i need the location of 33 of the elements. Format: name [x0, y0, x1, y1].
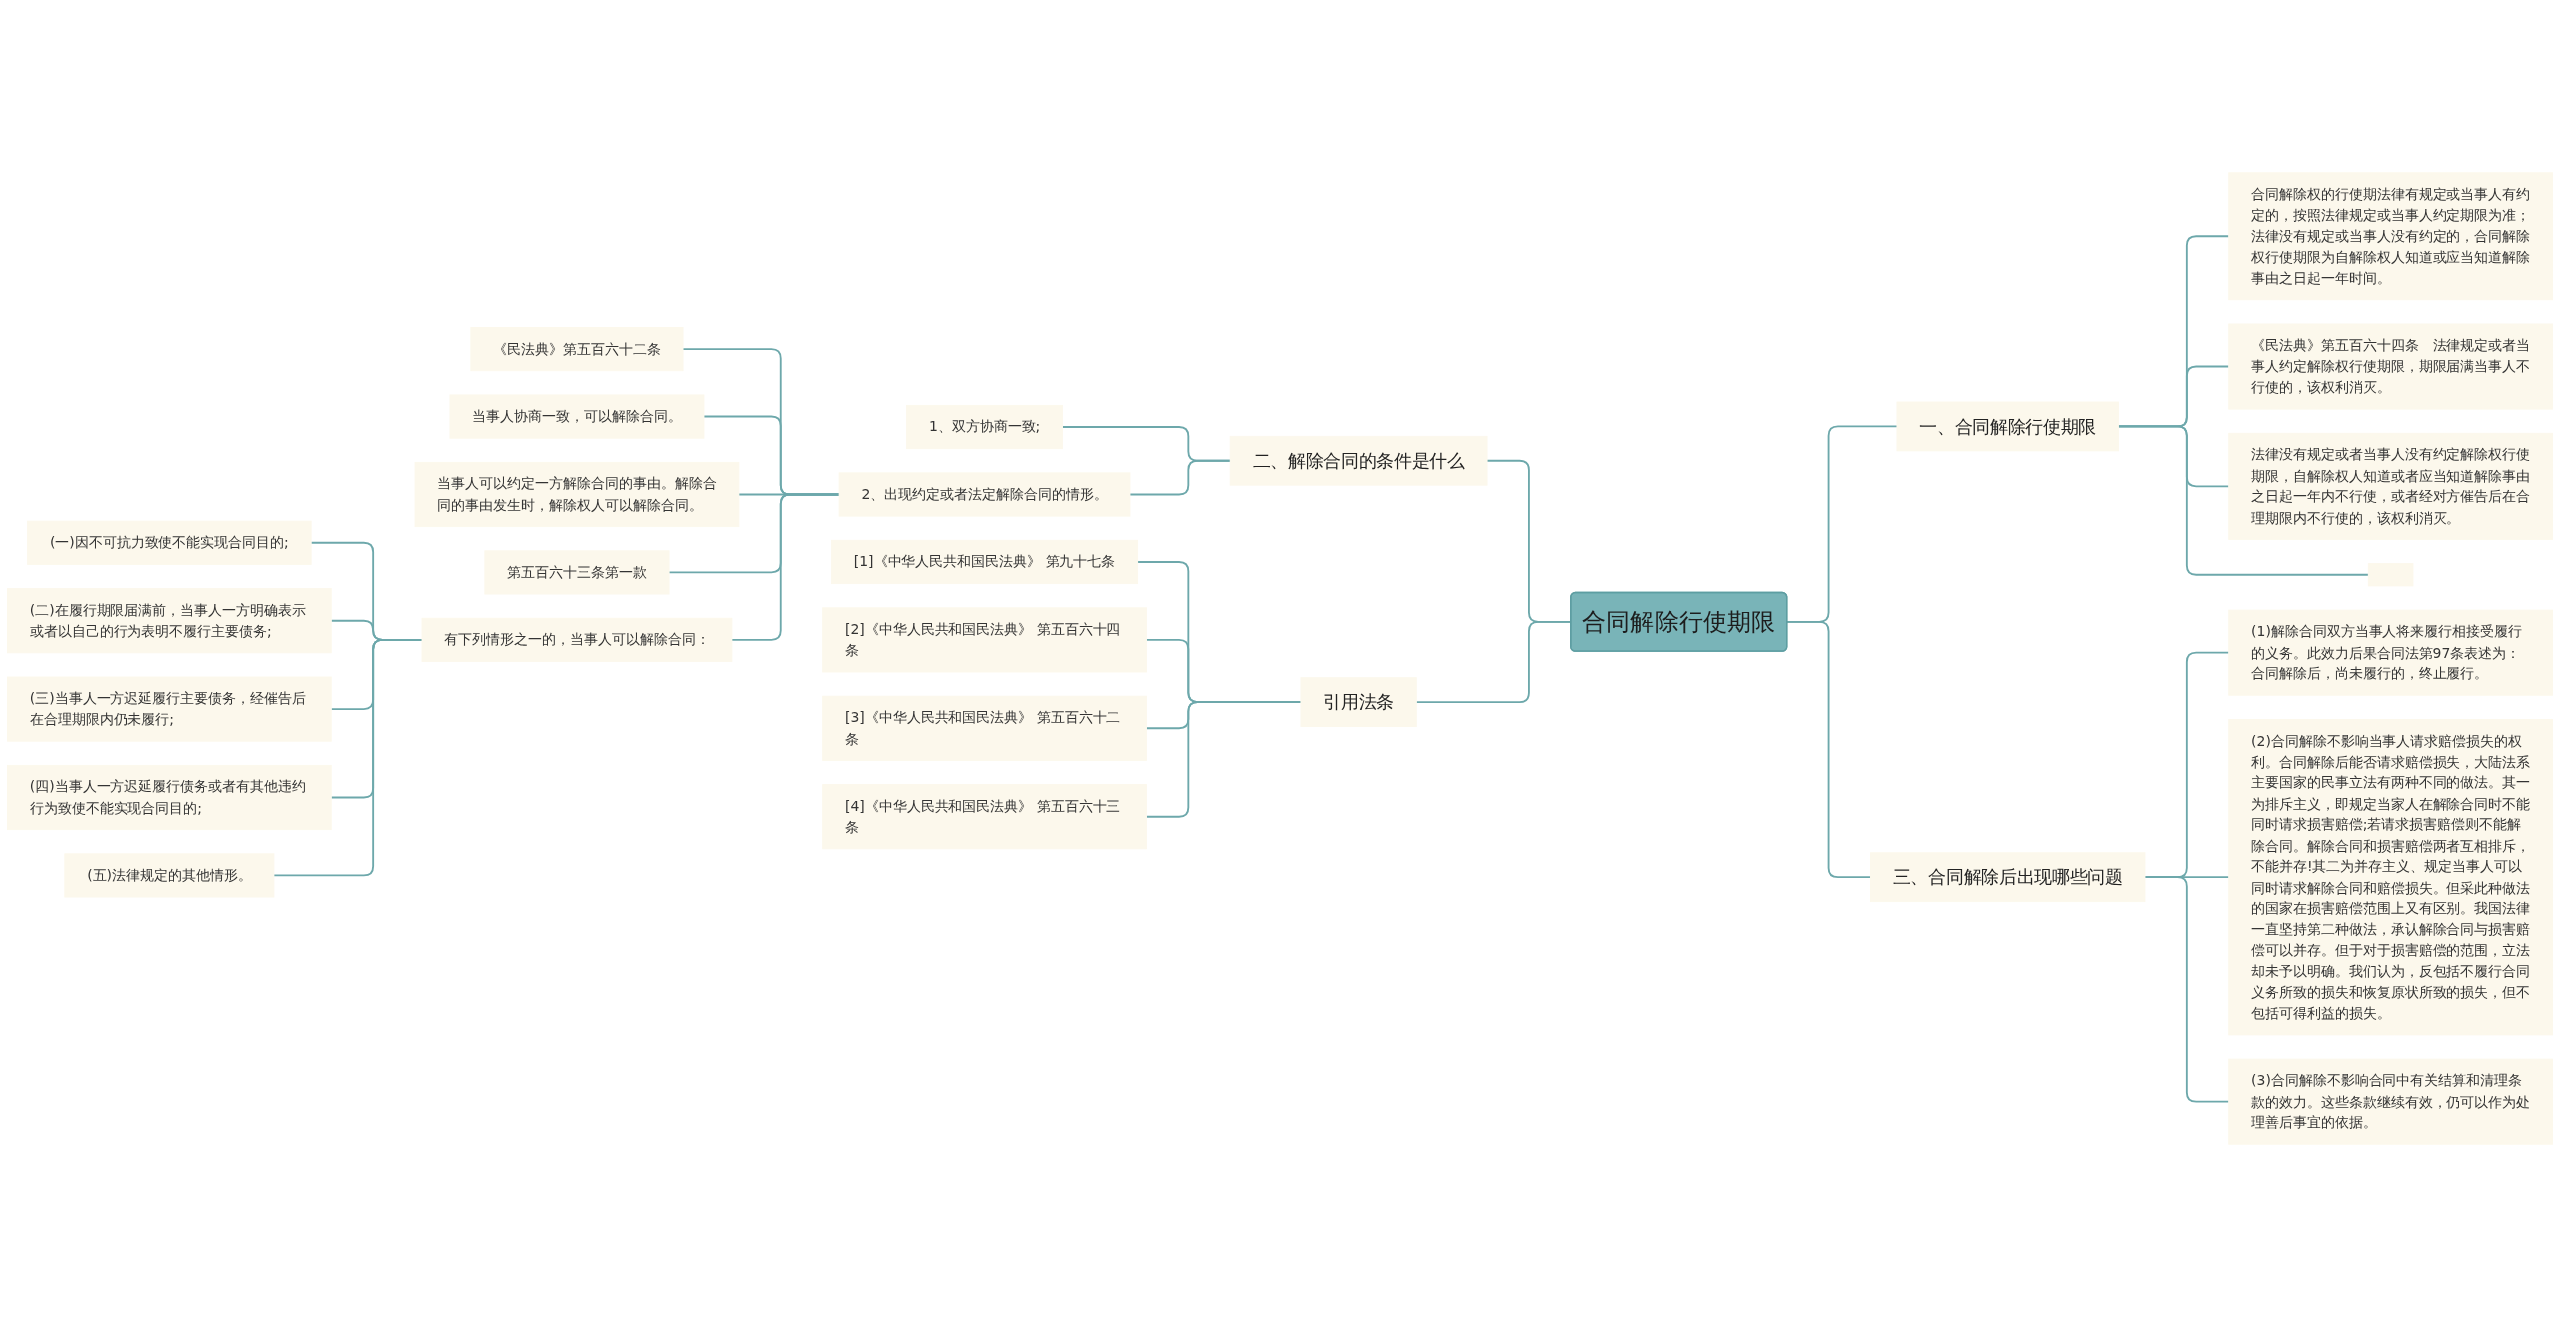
node-box: (一)因不可抗力致使不能实现合同目的; — [27, 520, 312, 565]
connector — [273, 638, 423, 877]
node-box: 第五百六十三条第一款 — [484, 550, 670, 595]
node-box: (五)法律规定的其他情形。 — [64, 853, 275, 898]
node-box: 2、出现约定或者法定解除合同的情形。 — [838, 472, 1131, 517]
node-box: 当事人可以约定一方解除合同的事由。解除合同的事由发生时，解除权人可以解除合同。 — [414, 461, 740, 528]
node-box: [2]《中华人民共和国民法典》 第五百六十四条 — [822, 607, 1147, 673]
node-box: 引用法条 — [1300, 677, 1417, 727]
node-box: [3]《中华人民共和国民法典》 第五百六十二条 — [822, 695, 1147, 761]
node-box: 法律没有规定或者当事人没有约定解除权行使期限，自解除权人知道或者应当知道解除事由之日起一年内不行使，或者经对方催告后在合理期限内不行使的，该权利消灭。 — [2228, 432, 2554, 540]
node-box: (2)合同解除不影响当事人请求赔偿损失的权利。合同解除后能否请求赔偿损失，大陆法系主要国家的民事立法有两种不同的做法。其一为排斥主义，即规定当家人在解除合同时不能同时请求损害赔偿;若请求损害赔偿则不能解除合同。解除合同和损害赔偿两者互相排斥，不能并存!其二为并存主义、规定当事人可以同时请求解除合同和赔偿损失。但采此种做法的国家在损害赔偿范围上又有区别。我国法律一直坚持第二种做法，承认解除合同与损害赔偿可以并存。但于对于损害赔偿的范围，立法却未予以明确。我们认为，反包括不履行合同义务所致的损失和恢复原状所致的损失，但不包括可得利益的损失。 — [2228, 719, 2554, 1036]
node-box: (四)当事人一方迟延履行债务或者有其他违约行为致使不能实现合同目的; — [6, 764, 332, 831]
node-box: 《民法典》第五百六十二条 — [470, 327, 684, 372]
connector — [1129, 459, 1232, 496]
node-box: (三)当事人一方迟延履行主要债务，经催告后在合理期限内仍未履行; — [6, 676, 332, 742]
connector — [2144, 876, 2230, 1103]
node-box: (二)在履行期限届满前，当事人一方明确表示或者以自己的行为表明不履行主要债务; — [6, 588, 332, 654]
connector — [1145, 701, 1302, 818]
connector — [730, 493, 841, 641]
node-box: 1、双方协商一致; — [906, 404, 1063, 450]
node-box: 《民法典》第五百六十四条 法律规定或者当事人约定解除权行使期限，期限届满当事人不行使的，该权利消灭。 — [2228, 323, 2554, 410]
node-box: [4]《中华人民共和国民法典》 第五百六十三条 — [822, 784, 1147, 850]
node-box: 有下列情形之一的，当事人可以解除合同： — [421, 617, 733, 662]
node-box: (3)合同解除不影响合同中有关结算和清理条款的效力。这些条款继续有效，仍可以作为处理善后事宜的依据。 — [2228, 1058, 2554, 1145]
node-box — [2367, 563, 2414, 587]
node-box: (1)解除合同双方当事人将来履行相接受履行的义务。此效力后果合同法第97条表述为：合同解除后，尚未履行的，终止履行。 — [2228, 609, 2554, 696]
node-box: 二、解除合同的条件是什么 — [1229, 435, 1488, 486]
connector — [2117, 425, 2370, 576]
node-box: 一、合同解除行使期限 — [1896, 401, 2119, 452]
node-box: 合同解除权的行使期法律有规定或当事人有约定的，按照法律规定或当事人约定期限为准；法律没有规定或当事人没有约定的，合同解除权行使期限为自解除权人知道或应当知道解除事由之日起一年时间。 — [2228, 172, 2554, 301]
node-box: 三、合同解除后出现哪些问题 — [1870, 852, 2146, 903]
node-box: 当事人协商一致，可以解除合同。 — [449, 394, 705, 439]
node-box: [1]《中华人民共和国民法典》 第九十七条 — [831, 539, 1139, 585]
